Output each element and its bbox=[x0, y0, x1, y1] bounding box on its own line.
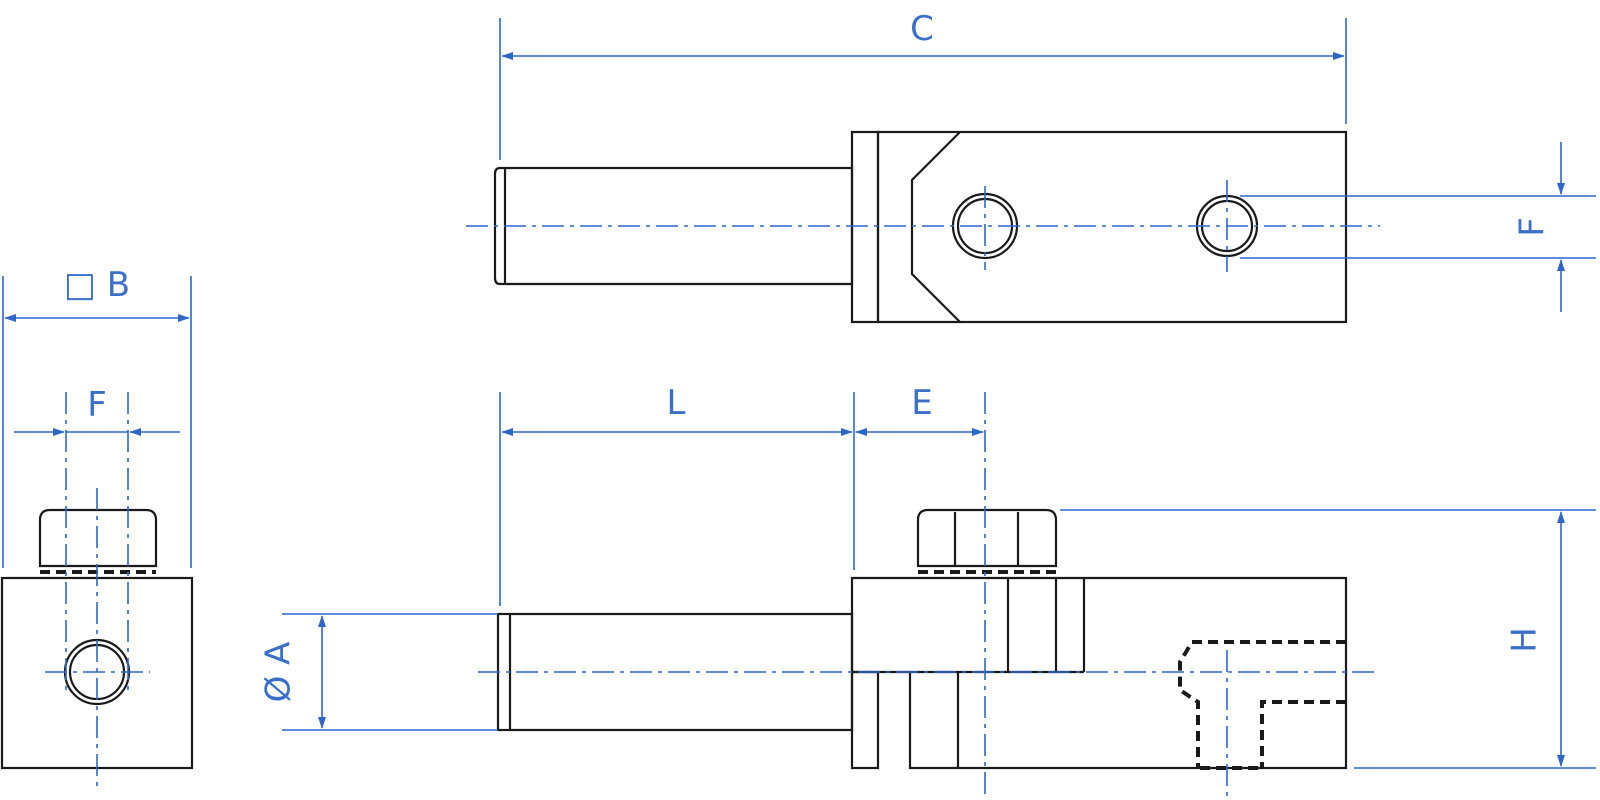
front-collar bbox=[850, 670, 880, 770]
front-view: L E Ø A H bbox=[259, 383, 1596, 796]
top-clevis-block bbox=[876, 130, 1348, 324]
front-threaded-hole bbox=[1178, 640, 1346, 768]
top-collar bbox=[850, 130, 880, 324]
dim-B-label: □ B bbox=[64, 265, 130, 305]
front-bolt-head bbox=[916, 508, 1058, 568]
dim-F-top-label: F bbox=[1513, 217, 1553, 237]
dim-H-label: H bbox=[1505, 627, 1545, 653]
dim-C-label: C bbox=[910, 9, 934, 49]
dim-E-label: E bbox=[911, 383, 932, 423]
dim-L-label: L bbox=[667, 383, 686, 423]
end-nut bbox=[38, 508, 158, 568]
dim-A-label: Ø A bbox=[259, 642, 299, 703]
top-view: C F bbox=[466, 9, 1596, 324]
top-shaft bbox=[493, 166, 854, 286]
top-chamfer bbox=[910, 131, 961, 323]
end-view: □ B F bbox=[0, 265, 194, 788]
dim-F-side-label: F bbox=[87, 385, 107, 425]
